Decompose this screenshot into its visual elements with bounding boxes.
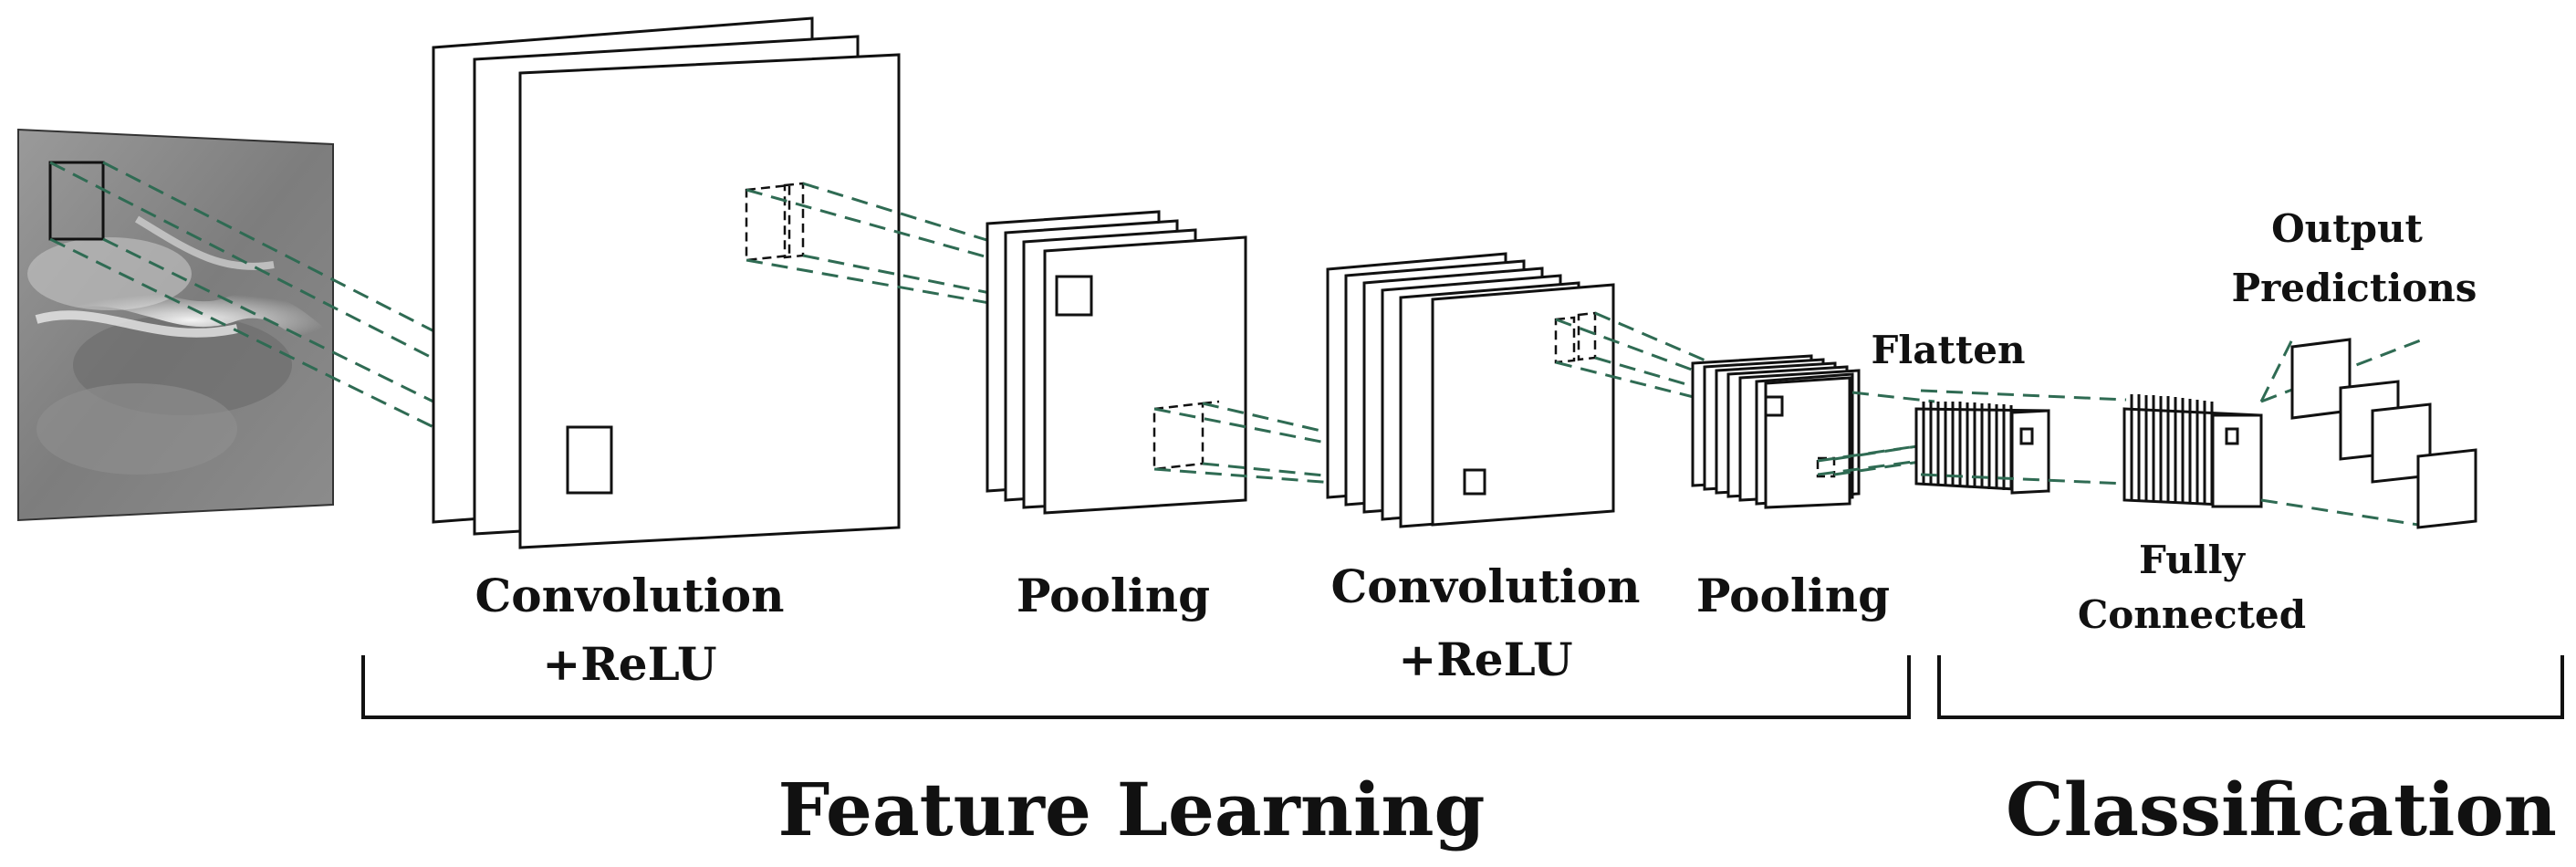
pool1-label: Pooling: [1017, 569, 1210, 622]
fc-label-line1: Fully: [2139, 538, 2247, 582]
conv1-label-line1: Convolution: [475, 569, 784, 622]
classification-title: Classification: [2006, 767, 2557, 852]
output-predictions: [2290, 338, 2477, 529]
feature-learning-title: Feature Learning: [778, 767, 1486, 852]
conv1-pool-window-back: [745, 183, 791, 262]
classification-bracket: [1937, 655, 2564, 719]
pool2-output-cell: [1764, 395, 1784, 417]
output-label-line2: Predictions: [2232, 266, 2477, 310]
output-label-line1: Output: [2271, 206, 2423, 251]
connectors-flatten-to-fc: [1920, 389, 2127, 486]
conv2-output-cell: [1463, 468, 1486, 496]
pool1-output-cell: [1055, 275, 1093, 317]
fc-label-line2: Connected: [2078, 592, 2306, 637]
flatten-label: Flatten: [1871, 328, 2025, 372]
conv2-feature-maps: [1326, 252, 1615, 528]
conv2-pool-window-back: [1554, 316, 1576, 364]
pool2-label: Pooling: [1696, 569, 1890, 622]
pool2-feature-maps: [1691, 354, 1861, 509]
conv1-feature-maps: [432, 16, 901, 549]
fully-connected-block: [2122, 394, 2263, 508]
feature-learning-bracket: [361, 655, 1911, 719]
flatten-block: [1914, 402, 2050, 495]
conv2-label-line2: +ReLU: [1398, 632, 1572, 686]
pool2-flatten-window: [1816, 456, 1836, 478]
conv2-label-line1: Convolution: [1330, 559, 1640, 613]
flatten-cell: [2019, 427, 2034, 445]
input-image: [17, 128, 337, 522]
pool1-feature-maps: [986, 210, 1247, 515]
conv1-label-line2: +ReLU: [542, 637, 716, 691]
input-kernel-window: [48, 161, 105, 241]
fc-cell: [2225, 427, 2239, 445]
output-node-4: [2416, 448, 2477, 529]
conv1-output-cell: [566, 425, 613, 495]
